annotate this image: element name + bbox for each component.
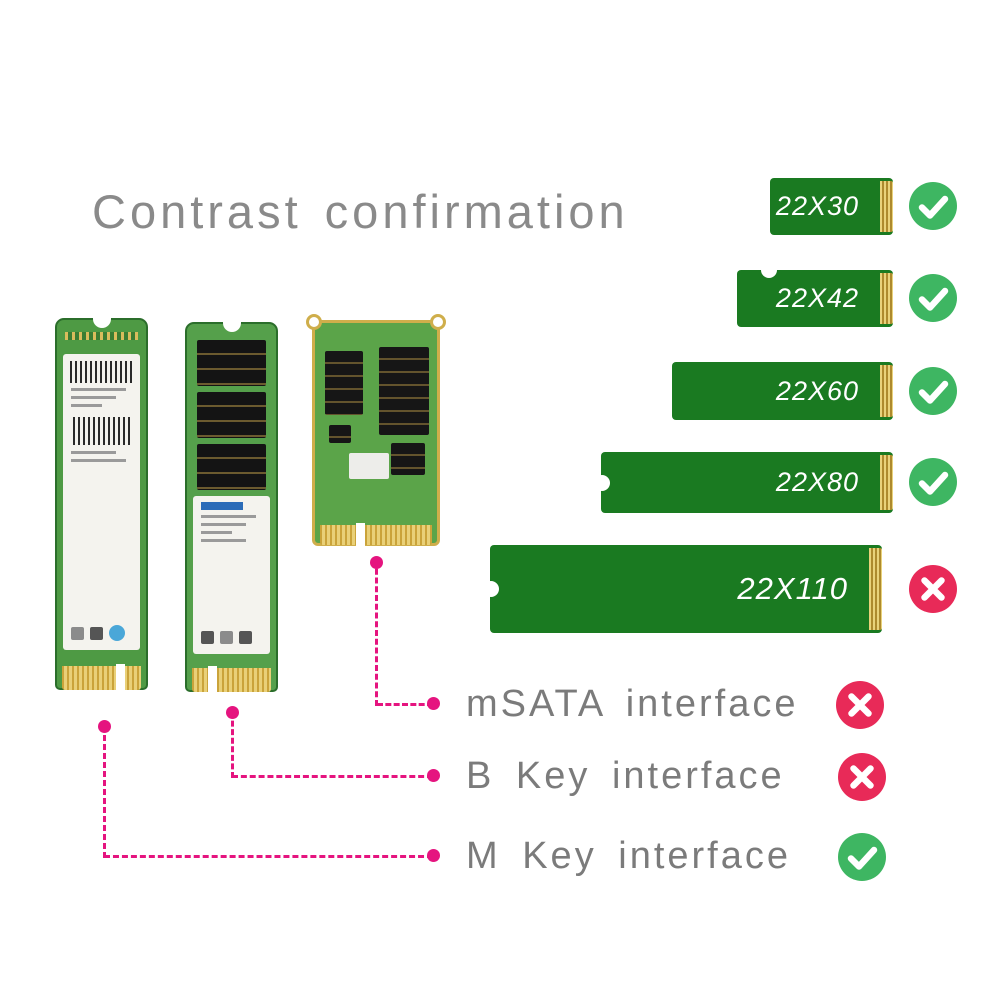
key-notch-icon	[207, 666, 217, 694]
connector-edge-icon	[869, 548, 882, 630]
ul-mark-icon	[239, 630, 252, 644]
ce-mark-icon	[201, 630, 214, 644]
callout-dot-mkey-end	[427, 849, 440, 862]
fcc-mark-icon	[220, 630, 233, 644]
msata-edge-connector	[320, 523, 432, 547]
status-icon-b-key	[838, 753, 886, 801]
status-icon-22x80	[909, 458, 957, 506]
ssd-label-sticker	[193, 496, 270, 654]
certification-logos	[201, 628, 262, 646]
callout-line-bkey-vertical	[231, 712, 234, 778]
status-icon-22x42	[909, 274, 957, 322]
nand-chip	[197, 392, 266, 438]
size-bar-22x42: 22X42	[737, 262, 893, 327]
size-bar-22x110: 22X110	[483, 545, 882, 633]
certification-logos	[71, 624, 132, 642]
status-icon-msata	[836, 681, 884, 729]
screw-notch-icon	[222, 322, 241, 332]
page-title: Contrast confirmation	[92, 185, 629, 238]
connector-edge-icon	[880, 365, 893, 417]
brand-logo	[201, 502, 243, 510]
connector-edge-icon	[880, 181, 893, 232]
interface-label-m-key: M Key interface	[466, 835, 791, 877]
b-key-edge-connector	[192, 666, 271, 694]
size-bar-22x60: 22X60	[672, 362, 893, 420]
status-icon-22x110	[909, 565, 957, 613]
m2-ssd-b-key-photo	[185, 322, 278, 694]
nand-chip	[197, 444, 266, 490]
size-bar-label: 22X80	[775, 467, 859, 497]
ssd-label-sticker	[349, 453, 389, 479]
screw-notch-icon	[594, 474, 610, 491]
callout-dot-bkey-end	[427, 769, 440, 782]
mount-hole-icon	[306, 314, 322, 330]
screw-notch-icon	[761, 262, 777, 278]
ce-mark-icon	[71, 626, 84, 640]
callout-line-bkey-horizontal	[232, 775, 433, 778]
size-bar-22x80: 22X80	[594, 452, 893, 513]
ssd-label-sticker	[63, 354, 140, 650]
callout-line-mkey-vertical	[103, 726, 106, 858]
size-bar-label: 22X110	[737, 571, 848, 606]
size-bar-22x30: 22X30	[770, 178, 893, 235]
barcode	[73, 417, 130, 445]
connector-edge-icon	[880, 455, 893, 510]
weee-mark-icon	[90, 626, 103, 640]
key-notch-icon	[355, 523, 365, 547]
screw-notch-icon	[92, 318, 111, 328]
mount-hole-icon	[430, 314, 446, 330]
callout-line-msata-horizontal	[377, 703, 433, 706]
status-icon-22x30	[909, 182, 957, 230]
callout-line-mkey-horizontal	[104, 855, 433, 858]
interface-label-b-key: B Key interface	[466, 755, 785, 797]
size-bar-label: 22X30	[775, 191, 859, 221]
controller-chip	[325, 351, 363, 415]
size-bar-label: 22X60	[775, 375, 859, 406]
nand-chip	[197, 340, 266, 386]
connector-edge-icon	[880, 273, 893, 324]
status-icon-22x60	[909, 367, 957, 415]
component-pads	[65, 332, 138, 340]
m2-ssd-m-key-photo	[55, 318, 148, 692]
callout-line-msata-vertical	[375, 560, 378, 706]
screw-notch-icon	[483, 581, 499, 597]
size-bar-label: 22X42	[775, 283, 859, 313]
blue-logo-icon	[109, 625, 125, 641]
msata-ssd-photo	[306, 314, 446, 547]
barcode	[70, 361, 133, 383]
cache-chip	[329, 425, 351, 443]
key-notch-icon	[115, 664, 125, 692]
nand-chip	[391, 443, 425, 475]
m-key-edge-connector	[62, 664, 141, 692]
interface-label-msata: mSATA interface	[466, 683, 799, 725]
nand-chip	[379, 347, 429, 435]
status-icon-m-key	[838, 833, 886, 881]
callout-dot-msata-end	[427, 697, 440, 710]
